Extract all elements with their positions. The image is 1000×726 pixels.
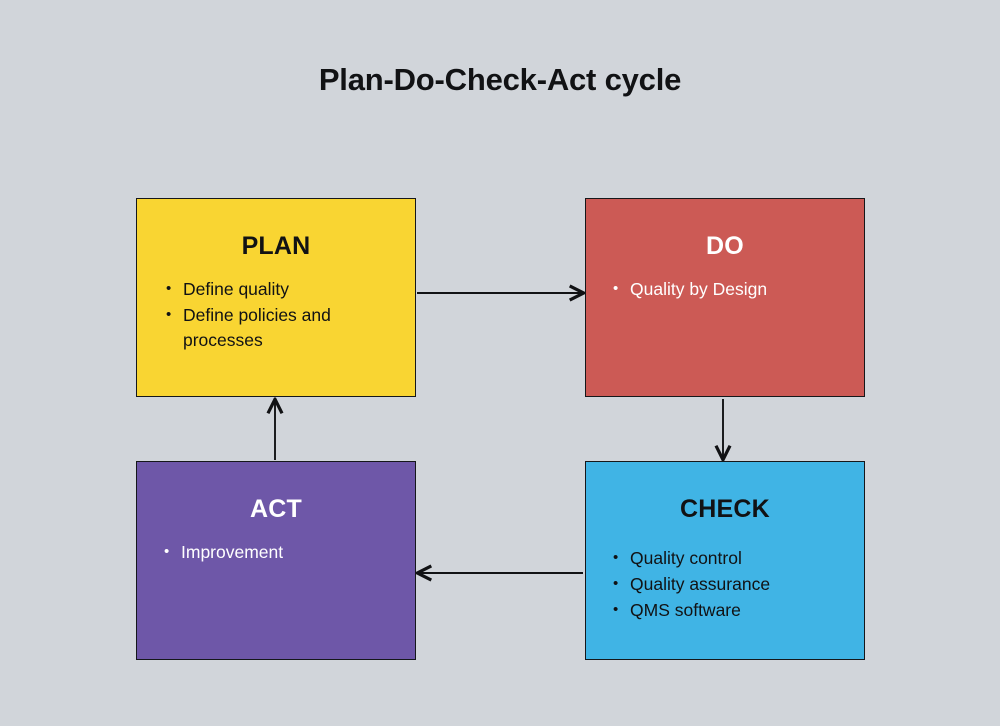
list-item: Define policies and processes [166, 302, 401, 353]
node-act-title: ACT [250, 495, 302, 523]
node-do-title: DO [706, 232, 744, 260]
list-item: Improvement [164, 539, 401, 565]
node-check[interactable]: CHECK Quality control Quality assurance … [585, 461, 865, 660]
node-do-list: Quality by Design [586, 276, 864, 302]
list-item: QMS software [613, 597, 850, 623]
list-item: Quality by Design [613, 276, 850, 302]
list-item: Define quality [166, 276, 401, 302]
node-act-list: Improvement [137, 539, 415, 565]
node-do[interactable]: DO Quality by Design [585, 198, 865, 397]
node-plan[interactable]: PLAN Define quality Define policies and … [136, 198, 416, 397]
node-plan-list: Define quality Define policies and proce… [137, 276, 415, 353]
list-item: Quality assurance [613, 571, 850, 597]
node-act[interactable]: ACT Improvement [136, 461, 416, 660]
node-check-title: CHECK [680, 495, 770, 523]
list-item: Quality control [613, 545, 850, 571]
page-title: Plan-Do-Check-Act cycle [318, 62, 682, 97]
node-plan-title: PLAN [241, 232, 311, 260]
node-check-list: Quality control Quality assurance QMS so… [586, 545, 864, 623]
